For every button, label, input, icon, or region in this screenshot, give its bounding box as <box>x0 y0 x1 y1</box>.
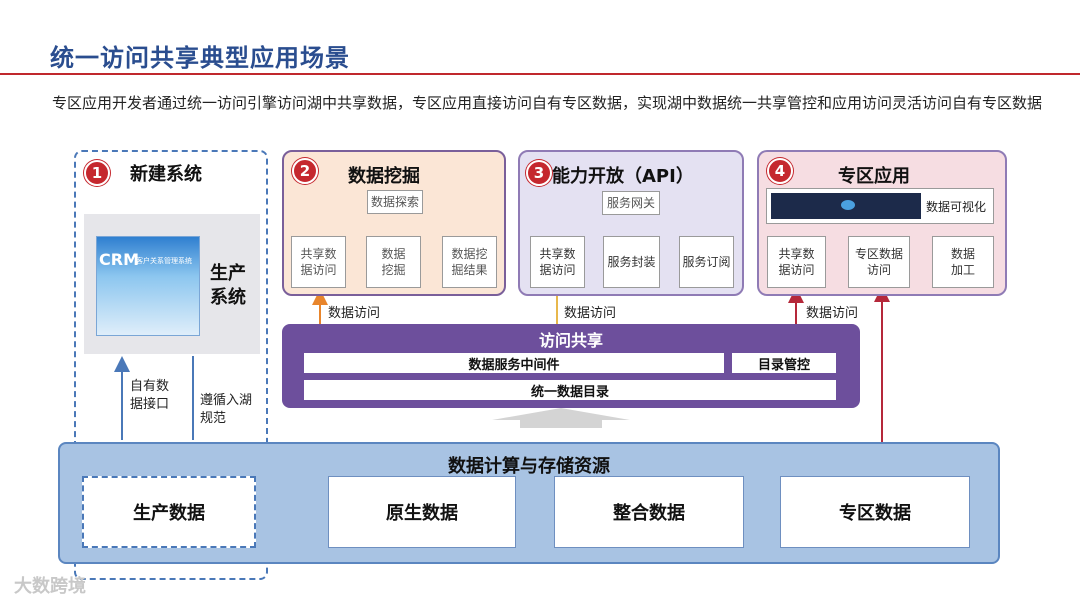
store-zone-data: 专区数据 <box>780 476 970 548</box>
new-system-column <box>74 150 268 580</box>
visualization-label: 数据可视化 <box>926 200 987 214</box>
storage-title: 数据计算与存储资源 <box>448 456 610 477</box>
node-service-gateway: 服务网关 <box>602 191 660 215</box>
node-zone-share-access: 共享数据访问 <box>767 236 826 288</box>
crm-subtitle: 客户关系管理系统 <box>136 257 192 265</box>
node-data-mine: 数据挖掘 <box>366 236 421 288</box>
big-up-arrow <box>492 408 630 428</box>
mining-access-label: 数据访问 <box>328 306 381 321</box>
crm-login-window <box>96 236 200 336</box>
crm-logo: CRM <box>99 250 139 269</box>
node-service-subscribe: 服务订阅 <box>679 236 734 288</box>
title-divider <box>0 73 1080 75</box>
node-data-explore: 数据探索 <box>367 190 423 214</box>
node-mining-share-access: 共享数据访问 <box>291 236 346 288</box>
store-raw-data: 原生数据 <box>328 476 516 548</box>
node-data-process: 数据加工 <box>932 236 994 288</box>
production-system-label: 生产系统 <box>210 263 246 308</box>
node-api-share-access: 共享数据访问 <box>530 236 585 288</box>
catalog-control: 目录管控 <box>732 353 836 373</box>
data-service-middleware: 数据服务中间件 <box>304 353 724 373</box>
step-number-3: 3 <box>526 160 552 186</box>
watermark: 大数跨境 <box>14 576 86 597</box>
api-access-label: 数据访问 <box>564 306 617 321</box>
node-mining-result: 数据挖掘结果 <box>442 236 497 288</box>
ingest-spec-label: 遵循入湖规范 <box>200 393 253 426</box>
api-title: 能力开放（API） <box>552 166 694 187</box>
step-number-2: 2 <box>292 158 318 184</box>
node-zone-data-access: 专区数据访问 <box>848 236 910 288</box>
zone-app-title: 专区应用 <box>838 166 910 187</box>
viz-chart-dot <box>841 200 855 210</box>
store-production-data: 生产数据 <box>82 476 256 548</box>
page-title: 统一访问共享典型应用场景 <box>50 44 350 72</box>
data-mining-title: 数据挖掘 <box>348 166 420 187</box>
own-interface-label: 自有数据接口 <box>130 379 170 412</box>
page-description: 专区应用开发者通过统一访问引擎访问湖中共享数据，专区应用直接访问自有专区数据，实… <box>52 94 1043 112</box>
node-service-wrap: 服务封装 <box>603 236 660 288</box>
step-number-1: 1 <box>84 160 110 186</box>
step-number-4: 4 <box>767 158 793 184</box>
store-integrated-data: 整合数据 <box>554 476 744 548</box>
access-share-title: 访问共享 <box>538 331 603 350</box>
zone-access-label: 数据访问 <box>806 306 859 321</box>
unified-data-catalog: 统一数据目录 <box>304 380 836 400</box>
new-system-title: 新建系统 <box>130 164 202 185</box>
